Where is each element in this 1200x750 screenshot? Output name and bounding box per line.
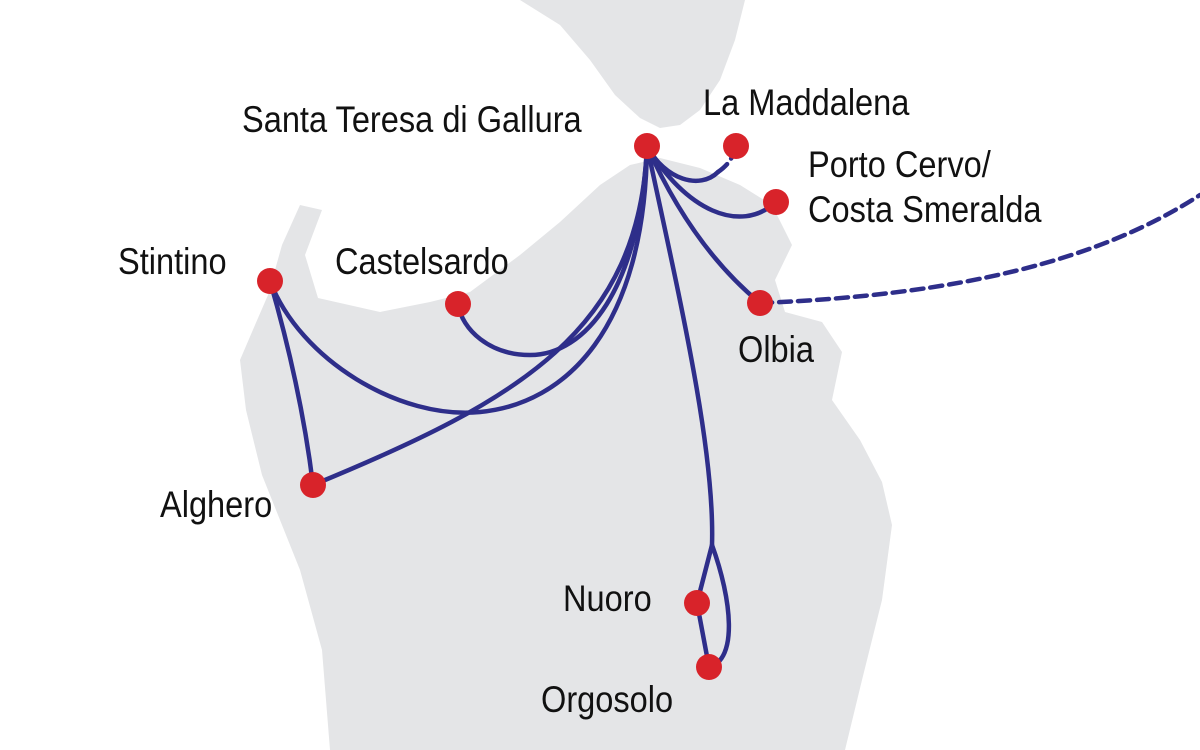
city-label-nuoro: Nuoro	[563, 578, 652, 619]
land-corsica	[520, 0, 745, 128]
city-marker-castelsardo[interactable]	[445, 291, 471, 317]
city-label-santa-teresa: Santa Teresa di Gallura	[242, 99, 582, 140]
city-marker-santa-teresa[interactable]	[634, 133, 660, 159]
city-label-la-maddalena: La Maddalena	[703, 82, 910, 123]
city-label-alghero: Alghero	[160, 484, 273, 525]
city-markers	[257, 133, 789, 680]
city-marker-alghero[interactable]	[300, 472, 326, 498]
city-marker-orgosolo[interactable]	[696, 654, 722, 680]
city-label-orgosolo: Orgosolo	[541, 679, 674, 720]
city-marker-olbia[interactable]	[747, 290, 773, 316]
route-santa-teresa-porto-cervo	[644, 143, 779, 219]
city-label-castelsardo: Castelsardo	[335, 241, 509, 282]
city-label-stintino: Stintino	[118, 241, 227, 282]
city-label-porto-cervo-line1: Porto Cervo/	[808, 144, 991, 185]
route-santa-teresa-nuoro	[644, 143, 715, 606]
route-stintino-santa-teresa	[267, 143, 650, 415]
city-marker-nuoro[interactable]	[684, 590, 710, 616]
city-marker-porto-cervo[interactable]	[763, 189, 789, 215]
route-stintino-alghero	[267, 278, 316, 488]
route-olbia-mainland	[757, 192, 1200, 306]
city-label-porto-cervo-line2: Costa Smeralda	[808, 189, 1042, 230]
route-santa-teresa-olbia	[644, 143, 763, 306]
city-marker-stintino[interactable]	[257, 268, 283, 294]
route-santa-teresa-alghero	[310, 143, 650, 488]
city-label-olbia: Olbia	[738, 329, 815, 370]
city-marker-la-maddalena[interactable]	[723, 133, 749, 159]
route-santa-teresa-castelsardo	[455, 143, 650, 358]
